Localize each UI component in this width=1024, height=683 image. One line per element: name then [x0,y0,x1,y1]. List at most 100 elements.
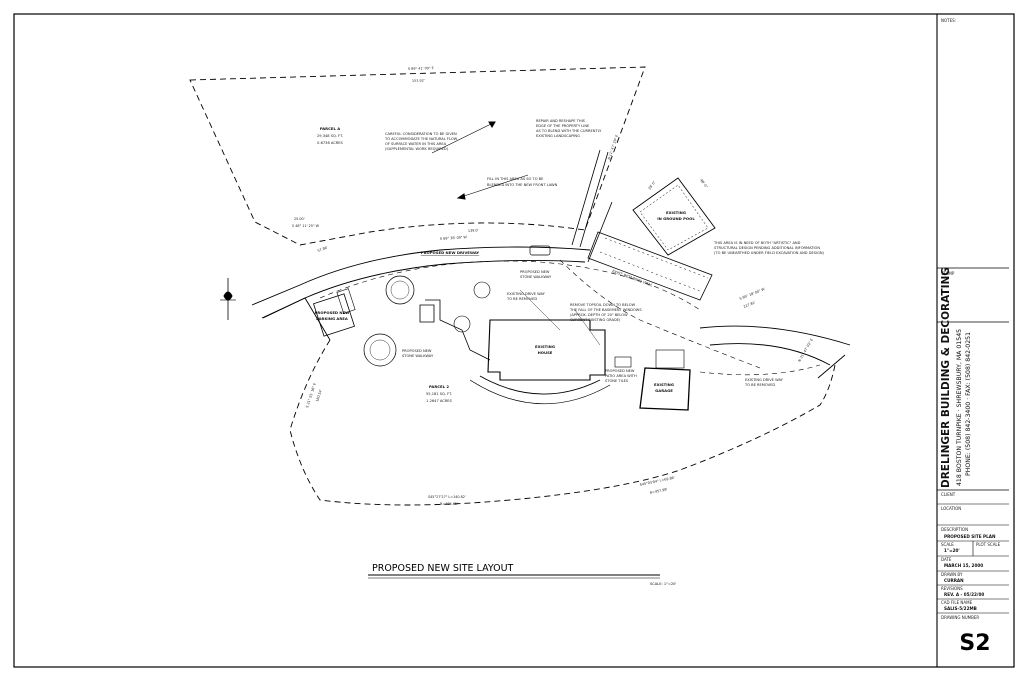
notes-label: NOTES: [941,18,956,23]
svg-text:STONE WALKWAY: STONE WALKWAY [402,354,434,358]
svg-text:THE FALL OF THE BASEMENT WINDO: THE FALL OF THE BASEMENT WINDOWS [569,308,642,312]
svg-text:EXISTING DRIVE WAY: EXISTING DRIVE WAY [507,292,546,296]
pool-label: EXISTING [666,210,686,215]
svg-text:PROPOSED NEW: PROPOSED NEW [402,349,432,353]
sheet-border [13,13,1015,668]
road-edge-upper [251,246,591,306]
road-edge-lower [261,259,586,319]
parcel-2-area: 55,181 SQ. FT. [426,392,452,396]
svg-text:STRUCTURAL DESIGN PENDING ADDI: STRUCTURAL DESIGN PENDING ADDITIONAL INF… [714,246,820,250]
parcel-2-boundary [289,339,836,506]
small-structure [614,356,632,368]
drawing-title: PROPOSED NEW SITE LAYOUT [372,563,514,574]
note-drive-removed-2: EXISTING DRIVE WAY TO BE REMOVED [744,378,784,387]
company-address: 418 BOSTON TURNPIKE · SHREWSBURY, MA 015… [956,329,963,486]
bearing-west-2: S 21° 01' 16" E [305,383,317,409]
scale-label: SCALE [941,542,954,547]
bearing-left-c: 57.86' [317,246,328,253]
svg-text:CAREFUL CONSIDERATION TO BE GI: CAREFUL CONSIDERATION TO BE GIVEN [385,132,457,136]
driveway-label: PROPOSED NEW DRIVEWAY [421,250,480,255]
drawing-scale-note: SCALE: 1"=20' [650,582,676,586]
bearing-mid: S 69° 38' 09" W [440,235,468,241]
bearing-bottom-right: S45°03'04" L=69.86' [639,476,675,487]
svg-text:(TO BE UNEARTHED UNDER FIELD E: (TO BE UNEARTHED UNDER FIELD EXCAVATION … [714,251,825,255]
bearing-left-a: 25.00' [294,217,305,221]
bearing-bottom-left-2: R=484.65' [440,502,458,506]
parcel-2-label: PARCEL 2 [429,384,449,389]
parcel-a-label: PARCEL A [320,126,340,131]
proposed-parking-area [313,288,356,337]
svg-text:REPAIR AND RESHAPE THIS: REPAIR AND RESHAPE THIS [536,119,586,123]
revisions-label: REVISIONS [941,586,963,591]
location-label: LOCATION [941,506,961,511]
retaining-wall [587,231,713,301]
svg-text:EDGE OF THE PROPERTY LINE: EDGE OF THE PROPERTY LINE [536,124,590,128]
parcel-2-acres: 1.2647 ACRES [426,399,452,403]
svg-text:REMOVE TOPSOIL DOWN TO BELOW: REMOVE TOPSOIL DOWN TO BELOW [570,303,636,307]
description-value: PROPOSED SITE PLAN [944,534,996,539]
bearing-top-dist: 153.92' [412,79,425,83]
description-label: DESCRIPTION [941,527,968,532]
drawing-number: S2 [959,631,990,656]
note-repair: REPAIR AND RESHAPE THIS EDGE OF THE PROP… [536,119,602,138]
svg-text:EXISTING LANDSCAPING: EXISTING LANDSCAPING [536,134,580,138]
svg-text:OF SURFACE WATER IN THIS AREA: OF SURFACE WATER IN THIS AREA [385,142,447,146]
existing-house [469,319,611,405]
svg-text:TO BE REMOVED: TO BE REMOVED [744,383,775,387]
drawn-by-value: CURRAN [944,578,964,583]
bearing-east: N 11° 47' 29" E [607,134,619,160]
parking-label: PROPOSED NEW [315,310,351,315]
bearing-right-dist: 227.81' [743,300,756,309]
cad-file-label: CAD FILE NAME [941,600,973,605]
svg-text:(SUPPLEMENTAL WORK REQUIRED): (SUPPLEMENTAL WORK REQUIRED) [385,147,449,151]
svg-text:STONE TILES: STONE TILES [605,379,629,383]
north-arrow-icon [220,278,236,320]
existing-garage [639,349,691,411]
svg-text:PROPOSED NEW: PROPOSED NEW [605,369,635,373]
title-block: NOTES: STAMP DRELINGER BUILDING & DECORA… [936,14,1009,667]
svg-text:(APPROX. DEPTH OF 20" BELOW: (APPROX. DEPTH OF 20" BELOW [570,313,628,317]
bearing-top: S 69° 41' 09" E [408,66,434,71]
cad-file-value: SALIS-5/22MB [944,606,977,611]
bearing-mid-dist: 139.0' [468,228,479,233]
bearing-bottom-right-2: R=457.98' [649,487,667,495]
date-value: MARCH 15, 2000 [944,563,983,568]
company-name: DRELINGER BUILDING & DECORATING [940,267,952,488]
parking-label-2: PARKING AREA [316,316,348,321]
drawing-number-label: DRAWING NUMBER [941,615,979,620]
company-phone: PHONE: (508) 842-3400 · FAX: (508) 842-0… [965,332,972,476]
note-drive-removed-1: EXISTING DRIVE WAY TO BE REMOVED [506,292,546,301]
plot-scale-label: PLOT SCALE [976,542,1001,547]
svg-text:STONE WALKWAY: STONE WALKWAY [520,275,552,279]
svg-text:TO BE REMOVED: TO BE REMOVED [506,297,537,301]
svg-text:THIS AREA IS IN NEED OF BOTH ": THIS AREA IS IN NEED OF BOTH "ARTISTIC" … [713,241,801,245]
svg-text:CURRENT EXISTING GRADE): CURRENT EXISTING GRADE) [570,318,621,322]
garage-label-2: GARAGE [655,388,673,393]
svg-text:PROPOSED NEW: PROPOSED NEW [520,270,550,274]
note-careful: CAREFUL CONSIDERATION TO BE GIVEN TO ACC… [384,132,458,151]
site-plan [189,66,851,506]
garage-label: EXISTING [654,382,674,387]
svg-text:EXISTING DRIVE WAY: EXISTING DRIVE WAY [745,378,784,382]
parcel-a-boundary [189,66,646,246]
existing-pool [632,177,716,256]
note-topsoil: REMOVE TOPSOIL DOWN TO BELOW THE FALL OF… [569,303,642,322]
revisions-value: REV. A - 05/22/00 [944,592,984,597]
svg-text:TO ACCOMMODATE THE NATURAL FLO: TO ACCOMMODATE THE NATURAL FLOW [384,137,458,141]
bearing-bottom-left: S45°27'27" L=140.82' [428,495,466,499]
bearing-pool-2: 48'-0" [699,178,708,189]
tree-icon [363,333,397,367]
company-block: DRELINGER BUILDING & DECORATING 418 BOST… [940,267,972,488]
car-icon [529,245,551,256]
pool-label-2: IN GROUND POOL [657,216,695,221]
svg-text:AS TO BLEND WITH THE CURRENTLY: AS TO BLEND WITH THE CURRENTLY [536,129,602,133]
bearing-west: 180.54' [315,389,323,402]
parcel-a-acres: 0.6736 ACRES [317,141,343,145]
bearing-left-b: S 48° 11' 25" W [292,224,320,228]
drawn-by-label: DRAWN BY [941,572,963,577]
tree-icon [385,275,415,305]
note-walkway-left: PROPOSED NEW STONE WALKWAY [402,349,434,358]
svg-text:BLENDED INTO THE NEW FRONT LAW: BLENDED INTO THE NEW FRONT LAWN [487,183,558,187]
bearing-pool-1: 28' 0" [648,180,657,191]
